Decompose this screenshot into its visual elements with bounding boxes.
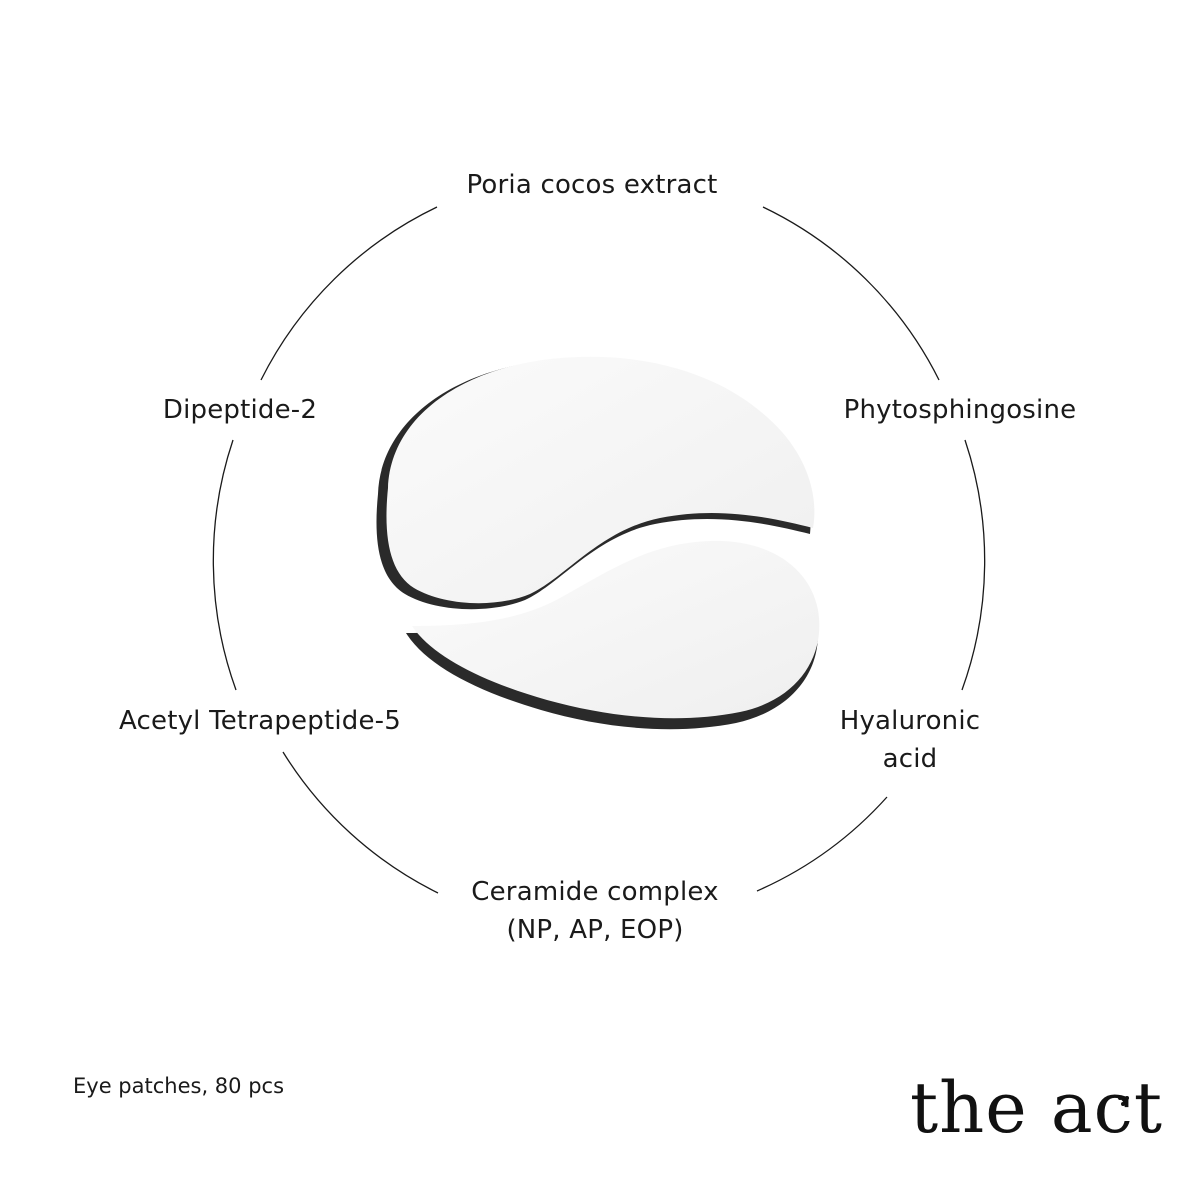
arc-left bbox=[212, 439, 237, 691]
ingredient-label-acetyl-tetrapeptide: Acetyl Tetrapeptide-5 bbox=[118, 706, 401, 736]
eye-patch-upper bbox=[376, 356, 815, 610]
ingredient-label-poria-cocos: Poria cocos extract bbox=[466, 170, 718, 200]
ingredient-label-line: (NP, AP, EOP) bbox=[506, 915, 684, 945]
ingredient-label-dipeptide: Dipeptide-2 bbox=[162, 395, 318, 425]
arc-top-right bbox=[762, 206, 940, 381]
eye-patch-lower bbox=[406, 540, 820, 730]
ingredient-label-phytosphingosine: Phytosphingosine bbox=[843, 395, 1077, 425]
arc-right bbox=[961, 439, 986, 691]
arc-bottom-right bbox=[756, 796, 888, 892]
ring-arcs bbox=[212, 206, 986, 894]
arc-top-left bbox=[260, 206, 438, 381]
brand-logo: the act bbox=[910, 1067, 1163, 1149]
ingredient-label-line: Hyaluronic bbox=[839, 706, 981, 736]
ingredient-label-hyaluronic-acid: Hyaluronic acid bbox=[790, 702, 1030, 778]
ingredient-label-line: Ceramide complex bbox=[471, 877, 719, 907]
ingredient-label-line: acid bbox=[882, 744, 938, 774]
logo-dots-mark bbox=[1118, 1096, 1132, 1106]
product-caption: Eye patches, 80 pcs bbox=[73, 1074, 285, 1098]
arc-bottom-left bbox=[282, 751, 439, 894]
ingredient-label-ceramide-complex: Ceramide complex (NP, AP, EOP) bbox=[430, 873, 760, 949]
